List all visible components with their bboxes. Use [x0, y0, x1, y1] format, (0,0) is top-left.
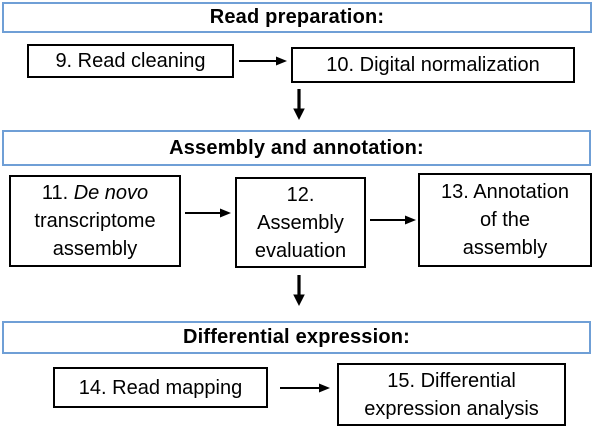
- step-box-annotation-of-the-assembly: 13. Annotation of the assembly: [418, 173, 592, 267]
- step-box-de-novo-transcriptome-assembly: 11. De novo transcriptome assembly: [9, 175, 181, 267]
- arrow-right-icon: [239, 56, 287, 66]
- section-title: Assembly and annotation:: [169, 136, 424, 159]
- arrow-right-icon: [370, 215, 416, 225]
- step-label-line: 15. Differential: [387, 369, 516, 392]
- step-label-line: expression analysis: [364, 397, 539, 420]
- step-label-line: 13. Annotation: [441, 181, 569, 203]
- step-label-line: Assembly: [257, 211, 344, 234]
- step-label-line: evaluation: [254, 239, 347, 262]
- step-box-digital-normalization: 10. Digital normalization: [291, 47, 575, 83]
- step-label: 10. Digital normalization: [326, 54, 540, 76]
- step-label-line: assembly: [462, 237, 548, 259]
- section-title: Read preparation:: [209, 6, 385, 28]
- arrow-right-icon: [280, 383, 330, 393]
- section-header-assembly-and-annotation: Assembly and annotation:: [2, 130, 591, 166]
- section-title: Differential expression:: [182, 326, 411, 348]
- arrow-down-icon: [293, 89, 305, 120]
- step-label-line: 11. De novo: [41, 182, 149, 204]
- italic-term: De novo: [73, 182, 149, 204]
- step-label-line: transcriptome: [34, 210, 156, 232]
- step-label: 9. Read cleaning: [55, 50, 206, 72]
- arrow-down-icon: [293, 275, 305, 306]
- section-header-read-preparation: Read preparation:: [2, 2, 592, 33]
- step-label-line: assembly: [52, 238, 138, 260]
- section-header-differential-expression: Differential expression:: [2, 321, 591, 354]
- step-label-line: 12.: [286, 183, 315, 206]
- step-box-read-cleaning: 9. Read cleaning: [27, 44, 234, 78]
- step-box-differential-expression-analysis: 15. Differential expression analysis: [337, 363, 566, 426]
- step-box-assembly-evaluation: 12. Assembly evaluation: [235, 177, 366, 268]
- step-label: 14. Read mapping: [78, 376, 243, 399]
- step-label-line: of the: [479, 209, 531, 231]
- step-box-read-mapping: 14. Read mapping: [53, 367, 268, 408]
- arrow-right-icon: [185, 208, 231, 218]
